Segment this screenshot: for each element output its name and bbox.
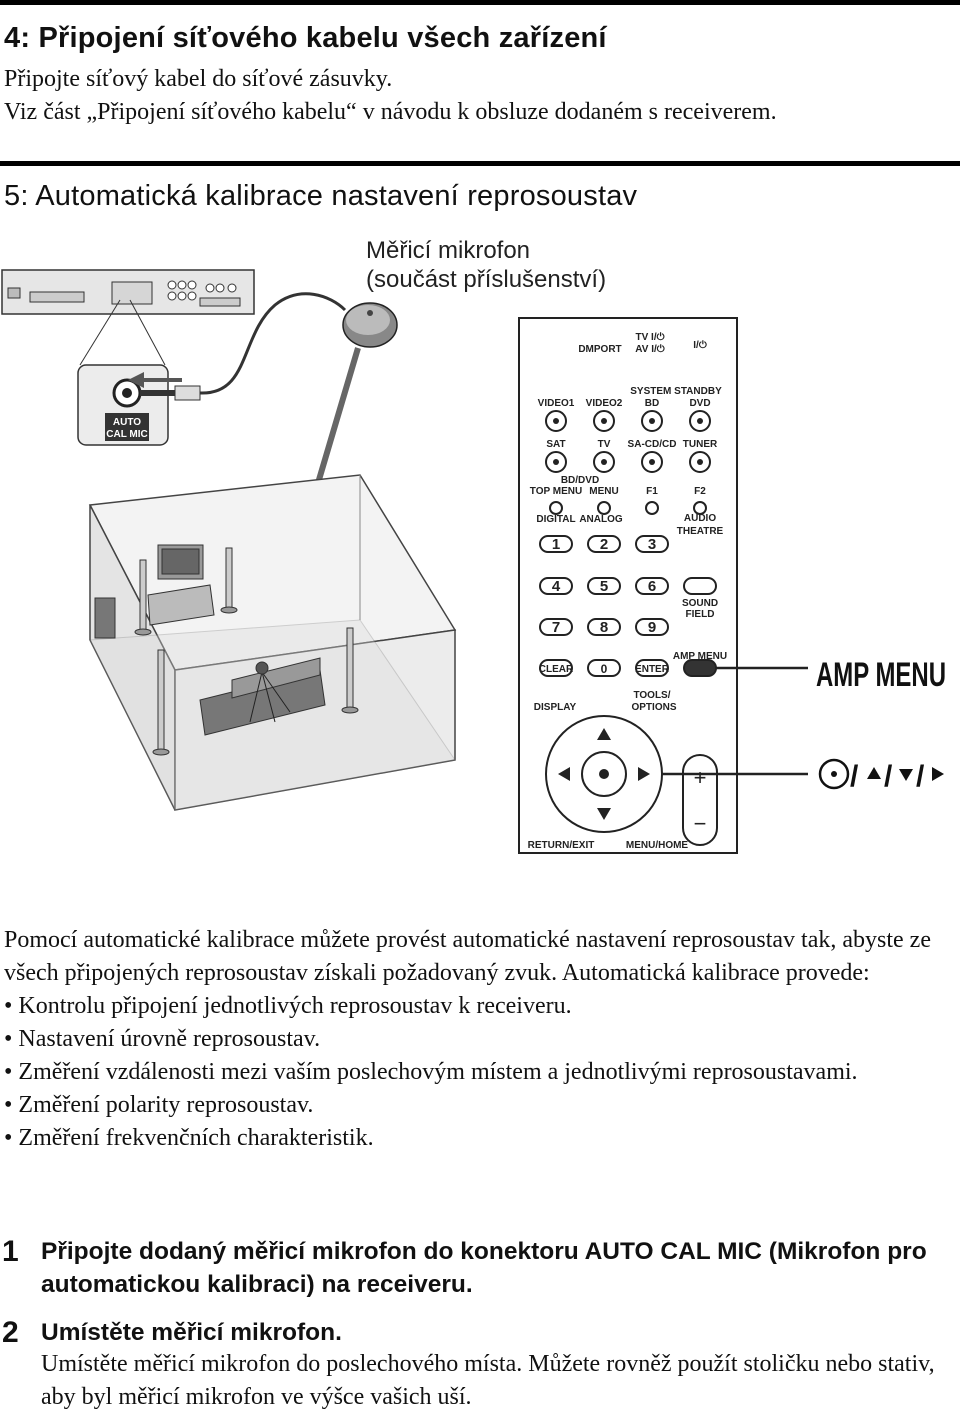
remote-label-f1: F1 (646, 486, 658, 497)
remote-label-clear: CLEAR (539, 664, 574, 675)
remote-label-enter: ENTER (635, 664, 670, 675)
bullet-item: • Změření vzdálenosti mezi vaším poslech… (4, 1059, 858, 1085)
measurement-microphone (342, 302, 398, 348)
top-rule (0, 0, 960, 5)
step-heading: Umístěte měřicí mikrofon. (41, 1319, 342, 1346)
remote-label-menu: MENU (589, 486, 618, 497)
remote-label-tuner: TUNER (683, 439, 718, 450)
body-text: Pomocí automatické kalibrace můžete prov… (4, 924, 956, 1155)
remote-label-display: DISPLAY (534, 702, 577, 713)
section-4-instruction: Připojte síťový kabel do síťové zásuvky. (4, 66, 393, 92)
bullet-item: • Kontrolu připojení jednotlivých repros… (4, 993, 572, 1019)
remote-digit-4: 4 (552, 578, 561, 595)
listening-room (88, 474, 457, 811)
jack-label-cal-mic: CAL MIC (106, 429, 147, 440)
remote-label-system-standby: SYSTEM STANDBY (630, 386, 722, 397)
remote-label-analog: ANALOG (579, 514, 623, 525)
remote-label-digital: DIGITAL (536, 514, 575, 525)
bullet-item: • Nastavení úrovně reprosoustav. (4, 1026, 321, 1052)
remote-digit-2: 2 (600, 536, 608, 553)
section-4-reference: Viz část „Připojení síťového kabelu“ v n… (4, 99, 777, 125)
remote-label-video1: VIDEO1 (538, 398, 575, 409)
section-4-title: 4: Připojení síťového kabelu všech zaříz… (4, 22, 607, 54)
remote-label-video2: VIDEO2 (586, 398, 623, 409)
intro-paragraph: Pomocí automatické kalibrace můžete prov… (4, 927, 931, 986)
remote-label-return-exit: RETURN/EXIT (528, 840, 595, 851)
receiver-rear-panel (1, 269, 255, 315)
remote-label-top-menu: TOP MENU (530, 486, 582, 497)
section-rule (0, 161, 960, 166)
step-number: 2 (2, 1316, 19, 1349)
svg-text:/: / (916, 760, 925, 793)
svg-text:/: / (850, 760, 859, 793)
remote-control: DMPORT TV I/⏻ AV I/⏻ I/⏻ SYSTEM STANDBY … (518, 317, 738, 854)
room-furniture (94, 544, 359, 756)
mic-caption-line1: Měřicí mikrofon (366, 237, 531, 264)
amp-menu-callout: AMP MENU (816, 656, 946, 694)
svg-text:−: − (694, 811, 707, 836)
remote-label-dmport: DMPORT (578, 344, 621, 355)
auto-cal-mic-jack-callout: AUTO CAL MIC (77, 364, 169, 446)
remote-label-f2: F2 (694, 486, 706, 497)
remote-digit-8: 8 (600, 619, 608, 636)
mic-caption: Měřicí mikrofon (součást příslušenství) (366, 236, 606, 294)
remote-digit-9: 9 (648, 619, 656, 636)
remote-label-tv: TV (598, 439, 611, 450)
step-number: 1 (2, 1235, 19, 1268)
svg-text:+: + (694, 765, 707, 790)
jack-label-auto: AUTO (113, 417, 141, 428)
remote-label-theatre: THEATRE (677, 526, 724, 537)
remote-label-sound: SOUND (682, 598, 718, 609)
remote-label-power: I/⏻ (693, 339, 707, 351)
remote-label-bd-dvd: BD/DVD (561, 475, 599, 486)
remote-label-field: FIELD (686, 609, 715, 620)
bullet-item: • Změření polarity reprosoustav. (4, 1092, 314, 1118)
remote-direction-pad (545, 715, 663, 833)
remote-label-audio: AUDIO (684, 513, 716, 524)
section-5-title: 5: Automatická kalibrace nastavení repro… (4, 180, 638, 212)
remote-label-sat: SAT (546, 439, 565, 450)
remote-label-bd: BD (645, 398, 659, 409)
step-description: Umístěte měřicí mikrofon do poslechového… (41, 1351, 935, 1410)
remote-label-tools: TOOLS/ (633, 690, 670, 701)
bullet-item: • Změření frekvenčních charakteristik. (4, 1125, 374, 1151)
remote-digit-3: 3 (648, 536, 656, 553)
remote-label-sacd: SA-CD/CD (628, 439, 677, 450)
navigation-arrows-callout: / / / (818, 758, 944, 793)
remote-label-menu-home: MENU/HOME (626, 840, 689, 851)
remote-label-options: OPTIONS (631, 702, 676, 713)
mic-caption-line2: (součást příslušenství) (366, 266, 607, 293)
remote-digit-5: 5 (600, 578, 608, 595)
remote-digit-0: 0 (601, 662, 608, 676)
remote-label-av-power: AV I/⏻ (635, 343, 664, 355)
setup-illustration: AUTO CAL MIC (1, 269, 946, 854)
remote-label-dvd: DVD (689, 398, 710, 409)
remote-label-amp-menu: AMP MENU (673, 651, 727, 662)
remote-digit-7: 7 (552, 619, 560, 636)
svg-text:/: / (884, 760, 893, 793)
remote-digit-6: 6 (648, 578, 656, 595)
remote-label-tv-power: TV I/⏻ (635, 331, 664, 343)
remote-digit-1: 1 (552, 536, 560, 553)
step-heading: Připojte dodaný měřicí mikrofon do konek… (41, 1238, 927, 1298)
